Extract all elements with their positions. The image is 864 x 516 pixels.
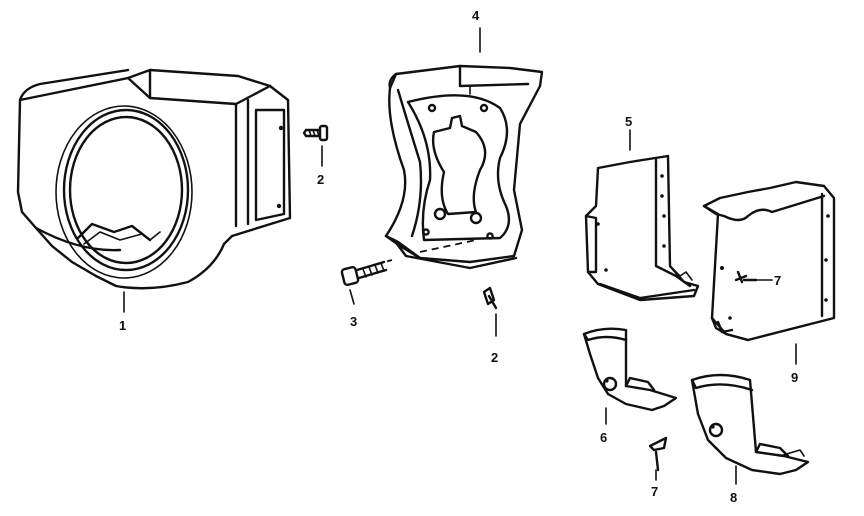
callout-6: 6 bbox=[600, 430, 607, 445]
callout-9: 9 bbox=[791, 370, 798, 385]
part-2-screw-upper bbox=[302, 124, 329, 167]
part-6-lower-baffle bbox=[582, 327, 678, 425]
part-3-bolt bbox=[340, 260, 388, 305]
callout-2-lower: 2 bbox=[491, 350, 498, 365]
part-8-lower-baffle bbox=[690, 373, 810, 485]
callout-7-lower: 7 bbox=[651, 484, 658, 499]
part-2-screw-lower bbox=[482, 286, 498, 337]
callout-8: 8 bbox=[730, 490, 737, 505]
callout-1: 1 bbox=[119, 318, 126, 333]
callout-2-upper: 2 bbox=[317, 172, 324, 187]
callout-7-upper: 7 bbox=[774, 273, 781, 288]
part-7-screw-lower bbox=[648, 436, 668, 481]
callout-4: 4 bbox=[472, 8, 480, 23]
part-9-shroud-cover bbox=[702, 180, 836, 365]
part-1-blower-housing bbox=[16, 68, 292, 290]
callout-3: 3 bbox=[350, 314, 357, 329]
part-4-backplate bbox=[363, 27, 544, 270]
callout-5: 5 bbox=[625, 114, 632, 129]
part-5-shroud-panel bbox=[584, 129, 700, 302]
part-7-screw-upper bbox=[734, 270, 773, 284]
